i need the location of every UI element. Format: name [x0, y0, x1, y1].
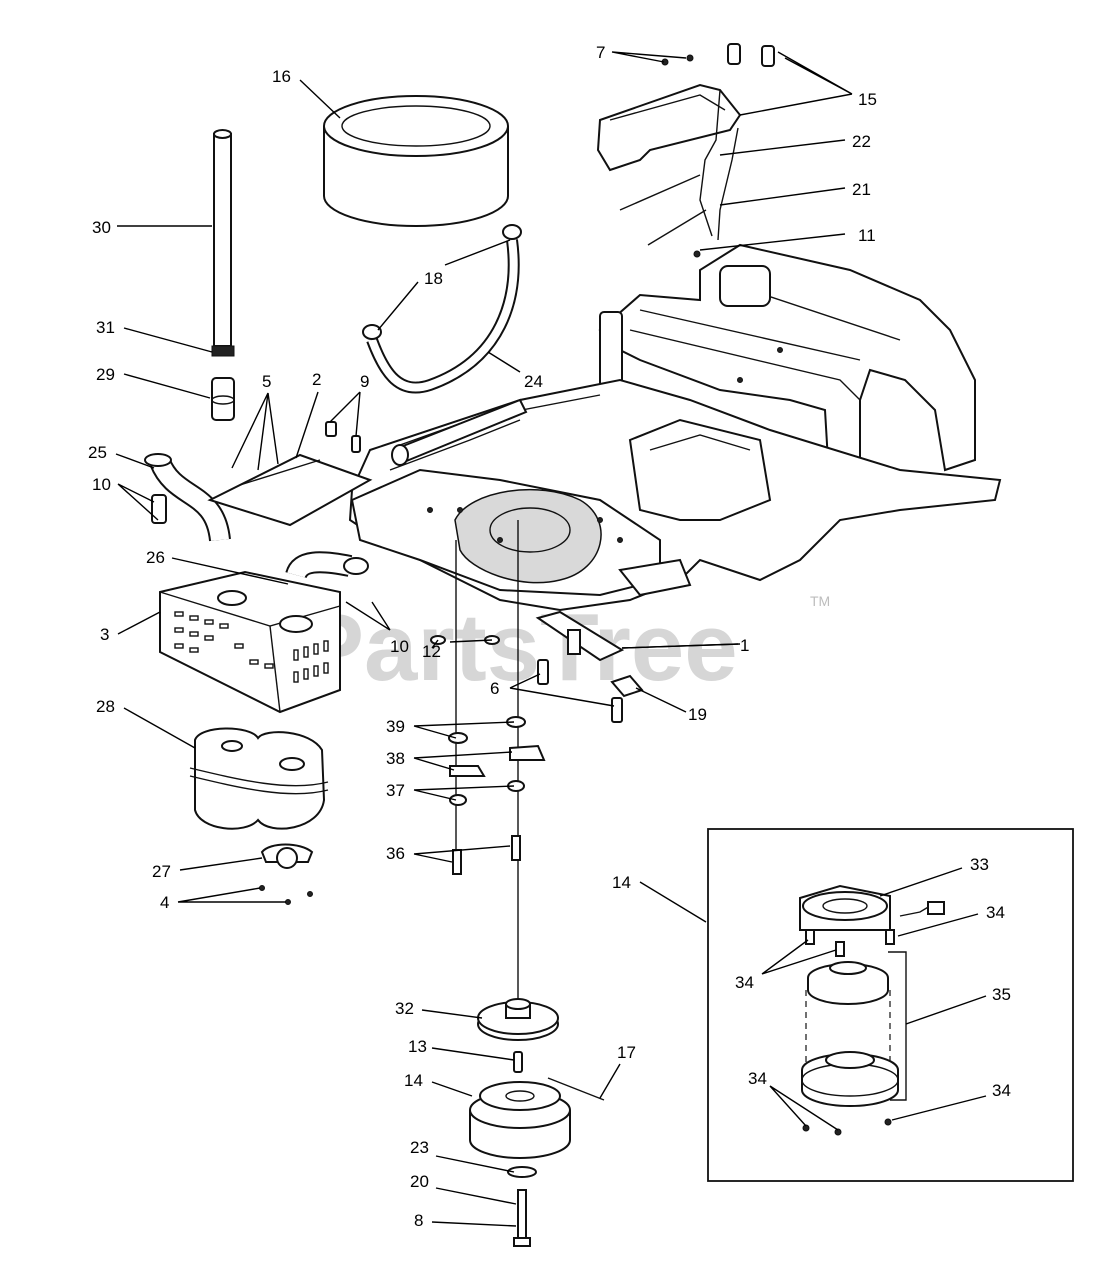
callout-37: 37 [386, 781, 405, 800]
callout-25: 25 [88, 443, 107, 462]
callout-29: 29 [96, 365, 115, 384]
callout-6: 6 [490, 679, 499, 698]
callout-34b: 34 [735, 973, 754, 992]
callout-11: 11 [858, 226, 876, 245]
callout-21: 21 [852, 180, 871, 199]
muffler-28 [189, 727, 329, 830]
control-bracket [596, 43, 775, 258]
callout-30: 30 [92, 218, 111, 237]
callout-22: 22 [852, 132, 871, 151]
callout-19: 19 [688, 705, 707, 724]
heat-shield-3 [159, 570, 341, 714]
tube-30 [211, 129, 235, 421]
bracket-plate-2 [207, 421, 373, 527]
callout-13: 13 [408, 1037, 427, 1056]
callout-35: 35 [992, 985, 1011, 1004]
callout-1: 1 [740, 636, 749, 655]
callout-33: 33 [970, 855, 989, 874]
leader-lines [115, 51, 987, 1227]
callout-15: 15 [858, 90, 877, 109]
callout-10b: 10 [390, 637, 409, 656]
callout-31: 31 [96, 318, 115, 337]
deflector-1 [535, 610, 644, 723]
air-filter-ring [323, 95, 509, 227]
callout-39: 39 [386, 717, 405, 736]
callout-14b: 14 [404, 1071, 423, 1090]
callout-23: 23 [410, 1138, 429, 1157]
callout-10a: 10 [92, 475, 111, 494]
callout-26: 26 [146, 548, 165, 567]
callout-labels: 7 15 22 21 11 16 30 18 24 31 29 5 2 9 25… [88, 43, 1011, 1230]
callout-4: 4 [160, 893, 169, 912]
callout-5: 5 [262, 372, 271, 391]
chassis-frame [348, 243, 1002, 612]
callout-18: 18 [424, 269, 443, 288]
callout-32: 32 [395, 999, 414, 1018]
callout-2: 2 [312, 370, 321, 389]
callout-34c: 34 [748, 1069, 767, 1088]
clutch-detail-inset [707, 828, 1074, 1182]
callout-8: 8 [414, 1211, 423, 1230]
callout-20: 20 [410, 1172, 429, 1191]
hose-24 [362, 224, 522, 394]
callout-36: 36 [386, 844, 405, 863]
bracket-27 [259, 843, 314, 905]
watermark-trademark: TM [810, 593, 830, 609]
callout-14a: 14 [612, 873, 631, 892]
callout-27: 27 [152, 862, 171, 881]
callout-28: 28 [96, 697, 115, 716]
callout-38: 38 [386, 749, 405, 768]
pto-clutch-assembly [469, 998, 605, 1247]
callout-24: 24 [524, 372, 543, 391]
callout-7: 7 [596, 43, 605, 62]
watermark-text: PartsTree [300, 594, 738, 701]
hardware-stack [430, 520, 546, 1000]
exhaust-pipe [144, 453, 369, 580]
callout-3: 3 [100, 625, 109, 644]
callout-34a: 34 [986, 903, 1005, 922]
callout-9: 9 [360, 372, 369, 391]
callout-16: 16 [272, 67, 291, 86]
callout-17: 17 [617, 1043, 636, 1062]
callout-34d: 34 [992, 1081, 1011, 1100]
callout-12: 12 [422, 642, 441, 661]
